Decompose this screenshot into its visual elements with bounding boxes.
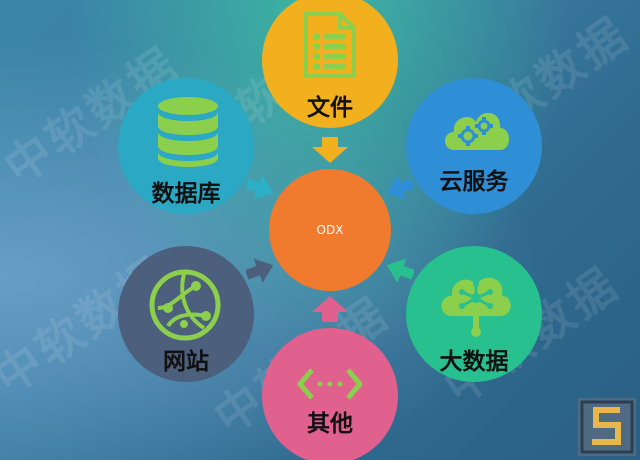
node-file: 文件	[262, 0, 398, 128]
code-brackets-icon	[297, 368, 363, 400]
center-label: ODX	[316, 223, 344, 237]
database-icon	[158, 97, 218, 167]
arrow-file-to-center	[312, 137, 348, 163]
cloud-gears-icon	[445, 112, 509, 150]
node-website-label: 网站	[163, 349, 209, 375]
cloud-network-icon	[441, 277, 511, 337]
center-node-odx: ODX	[269, 169, 391, 291]
node-database-label: 数据库	[151, 181, 221, 207]
node-bigdata: 大数据	[406, 246, 542, 382]
arrow-bigdata-to-center	[386, 258, 414, 283]
node-database: 数据库	[118, 78, 254, 214]
node-cloud: 云服务	[406, 78, 542, 214]
logo-icon	[578, 398, 636, 456]
arrow-other-to-center	[312, 296, 348, 322]
document-icon	[304, 12, 356, 78]
node-other: 其他	[262, 328, 398, 460]
arrow-cloud-to-center	[386, 175, 414, 200]
node-file-label: 文件	[307, 95, 353, 121]
arrow-database-to-center	[246, 175, 274, 200]
node-other-label: 其他	[307, 411, 353, 437]
node-cloud-label: 云服务	[439, 169, 509, 195]
arrow-website-to-center	[246, 258, 274, 283]
node-website: 网站	[118, 246, 254, 382]
node-bigdata-label: 大数据	[439, 349, 509, 375]
globe-network-icon	[149, 269, 221, 341]
